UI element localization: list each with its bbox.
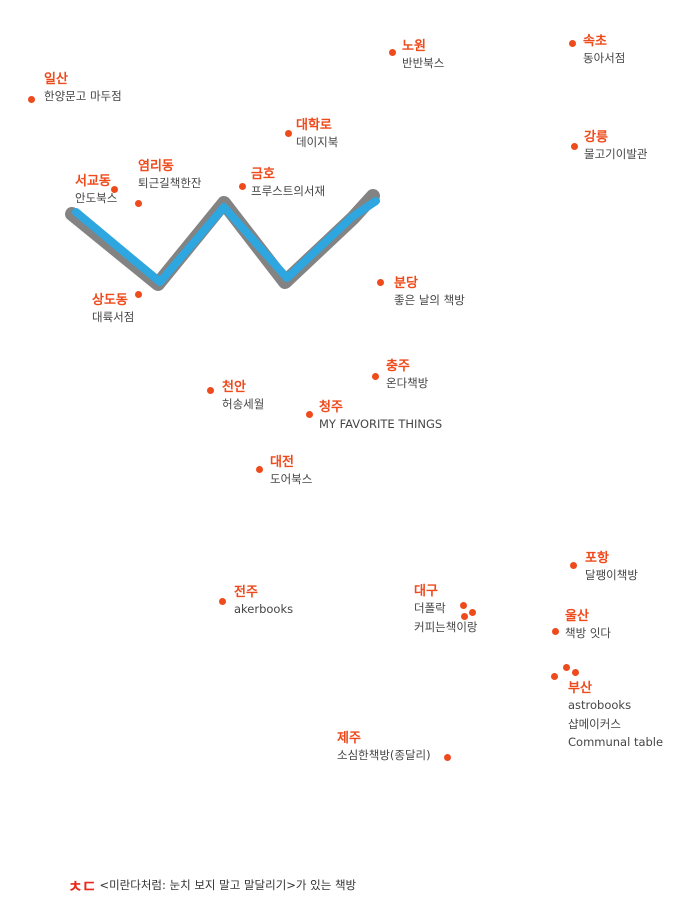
city-name: 대전 [270,455,294,470]
location-sokcho: 속초 동아서점 [583,35,625,72]
city-name: 제주 [337,731,361,746]
city-name: 청주 [319,400,343,415]
location-dot [389,49,396,56]
store-name: akerbooks [234,602,294,616]
location-dot [377,279,384,286]
location-dot [256,466,263,473]
location-dot [219,598,226,605]
city-name: 부산 [568,681,592,696]
city-name: 상도동 [92,293,128,308]
location-dot [111,186,118,193]
location-gangneung: 강릉 물고기이발관 [584,131,647,168]
store-name: 프루스트의서재 [251,184,326,198]
city-name: 일산 [44,72,68,87]
city-name: 분당 [394,276,418,291]
location-dot [551,673,558,680]
location-daehakro: 대학로 데이지북 [296,119,338,156]
location-yeomni: 염리동 퇴근길책한잔 [138,160,201,197]
city-name: 전주 [234,585,258,600]
footer-caption: <미란다처럼: 눈치 보지 말고 말달리기>가 있는 책방 [99,878,357,892]
location-dot [239,183,246,190]
store-name: 물고기이발관 [584,147,648,161]
city-name: 천안 [222,380,246,395]
location-ulsan: 울산 책방 잇다 [565,610,611,647]
store-name: MY FAVORITE THINGS [319,417,443,431]
store-name: 샵메이커스 [568,716,621,731]
city-name: 강릉 [584,130,608,145]
location-dot [570,562,577,569]
location-jeonju: 전주 akerbooks [234,586,293,623]
city-name: 염리동 [138,159,174,174]
store-name: 안도북스 [75,191,118,205]
location-dot [135,291,142,298]
city-name: 금호 [251,167,275,182]
store-name: 퇴근길책한잔 [138,176,202,190]
location-daejeon: 대전 도어북스 [270,456,312,493]
store-name: Communal table [568,735,664,749]
store-name: 책방 잇다 [565,626,611,640]
location-dot [569,40,576,47]
location-bundang: 분당 좋은 날의 책방 [394,277,465,314]
location-dot [135,200,142,207]
location-pohang: 포항 달팽이책방 [585,552,638,589]
location-busan: 부산 astrobooks 샵메이커스 Communal table [568,682,663,756]
location-dot [460,602,467,609]
location-cheonan: 천안 허송세월 [222,381,264,418]
city-name: 서교동 [75,174,111,189]
location-dot [444,754,451,761]
location-ilsan: 일산 한양문고 마두점 [44,73,122,110]
location-dot [461,613,468,620]
location-dot [207,387,214,394]
location-dot [469,609,476,616]
location-daegu: 대구 더폴락 커피는책이랑 [414,585,477,640]
location-dot [285,130,292,137]
city-name: 속초 [583,34,607,49]
store-name: 반반북스 [402,56,445,70]
location-dot [571,143,578,150]
location-dot [552,628,559,635]
store-name: 온다책방 [386,376,429,390]
city-name: 충주 [386,359,410,374]
location-dot [563,664,570,671]
location-dot [372,373,379,380]
store-name: 데이지북 [296,135,339,149]
location-seogyo: 서교동 안도북스 [75,175,117,212]
store-name: 커피는책이랑 [414,619,478,634]
store-name: 달팽이책방 [585,568,638,582]
store-name: 대륙서점 [92,310,135,324]
city-name: 대구 [414,584,438,599]
store-name: 한양문고 마두점 [44,89,122,103]
store-name: 소심한책방(종달리) [337,748,431,762]
city-name: 포항 [585,551,609,566]
location-dot [28,96,35,103]
location-cheongju: 청주 MY FAVORITE THINGS [319,401,442,438]
store-name: 허송세월 [222,397,265,411]
location-nowon: 노원 반반북스 [402,40,444,77]
city-name: 대학로 [296,118,332,133]
store-name: 좋은 날의 책방 [394,293,465,307]
store-name: 더폴락 [414,601,446,615]
location-chungju: 충주 온다책방 [386,360,428,397]
store-name: 동아서점 [583,51,626,65]
publisher-logo: ㅊㄷ [68,877,96,896]
location-sangdo: 상도동 대륙서점 [92,294,134,331]
footer: ㅊㄷ <미란다처럼: 눈치 보지 말고 말달리기>가 있는 책방 [68,873,356,897]
location-dot [306,411,313,418]
store-name: 도어북스 [270,472,313,486]
location-geumho: 금호 프루스트의서재 [251,168,325,205]
city-name: 울산 [565,609,589,624]
city-name: 노원 [402,39,426,54]
location-jeju: 제주 소심한책방(종달리) [337,732,431,769]
store-name: astrobooks [568,698,632,712]
location-dot [572,669,579,676]
